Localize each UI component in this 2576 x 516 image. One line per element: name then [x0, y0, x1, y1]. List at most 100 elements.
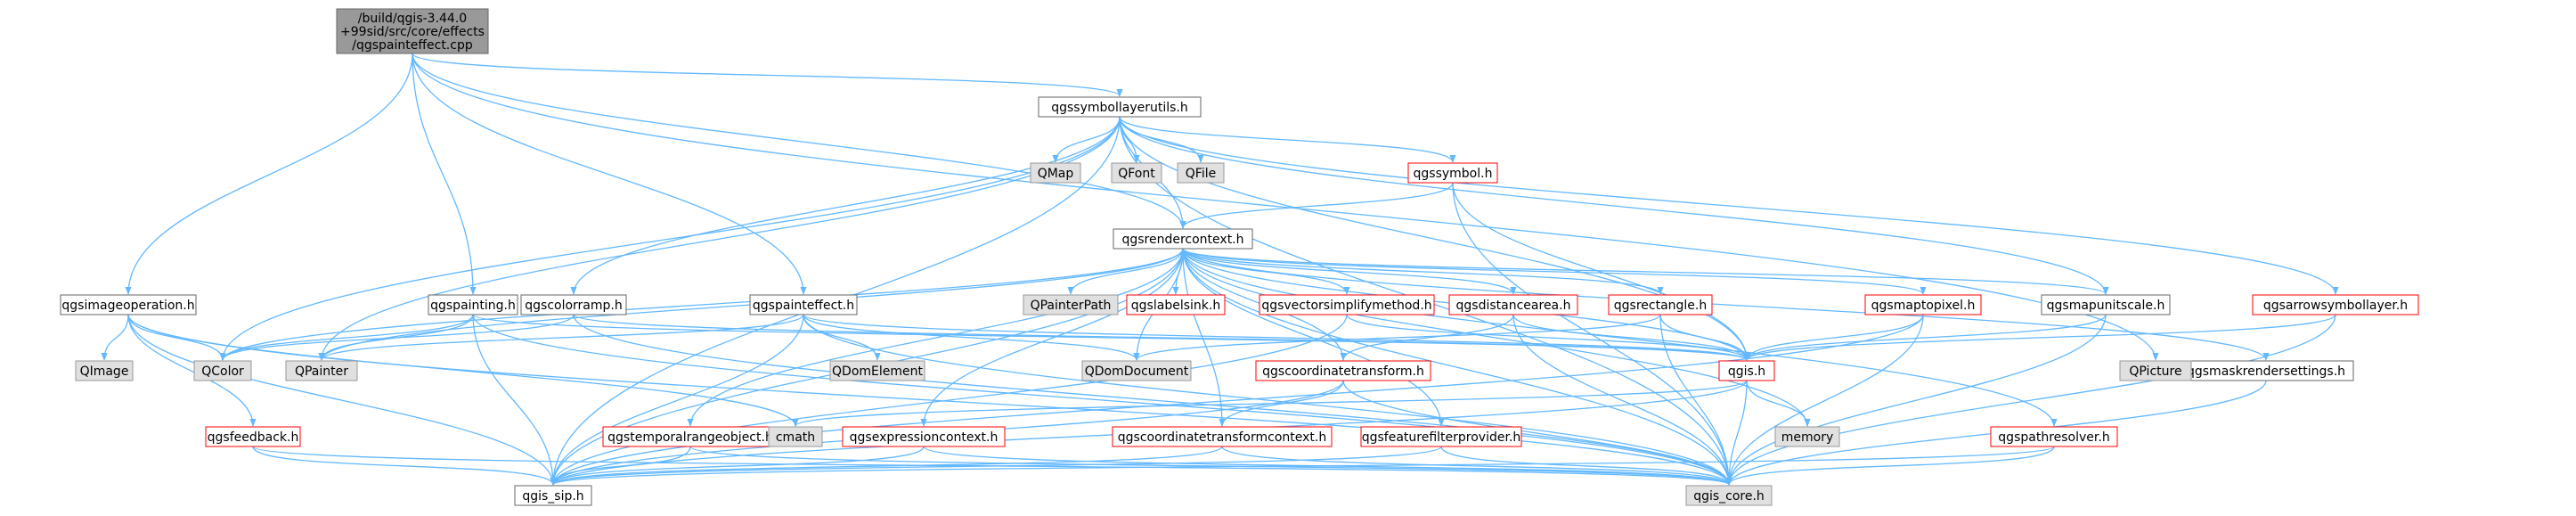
node-label: qgspainting.h — [430, 299, 516, 313]
edge-qgsrendercontext-to-qgscoordinatetransformcontext — [1182, 248, 1226, 427]
edge-qgspainteffect-to-qgis-sip — [550, 314, 804, 486]
node-label: qgsarrowsymbollayer.h — [2263, 299, 2408, 313]
node-box — [842, 426, 1006, 447]
node-qgsarrowsymbollayer[interactable]: qgsarrowsymbollayer.h — [2252, 294, 2419, 315]
edge-qgsrectangle-to-qgis — [1659, 314, 1750, 361]
node-qgspainting[interactable]: qgspainting.h — [428, 294, 518, 315]
node-qgslabelsink[interactable]: qgslabelsink.h — [1126, 294, 1226, 315]
node-qgsdistancearea[interactable]: qgsdistancearea.h — [1448, 294, 1578, 315]
node-box — [2119, 360, 2192, 381]
node-box — [1113, 228, 1253, 250]
edge-qgsfeedback-to-qgis-sip — [252, 446, 557, 486]
node-box — [2252, 294, 2419, 315]
edge-qgsrendercontext-to-qgsexpressioncontext — [920, 248, 1184, 427]
node-qgssymbol[interactable]: qgssymbol.h — [1407, 162, 1498, 184]
node-box — [1259, 294, 1435, 315]
edge-qgsfeaturefilterprovider-to-qgis-sip — [550, 446, 1442, 486]
edge-qgsimageoperation-to-qgis-core — [127, 314, 1732, 486]
node-qgsfeaturefilterprovider[interactable]: qgsfeaturefilterprovider.h — [1360, 426, 1522, 447]
node-box — [1407, 162, 1498, 184]
node-root[interactable]: /build/qgis-3.44.0+99sid/src/core/effect… — [336, 8, 489, 54]
node-label: /build/qgis-3.44.0 — [358, 12, 467, 26]
node-qgsrendercontext[interactable]: qgsrendercontext.h — [1113, 228, 1253, 250]
edge-qgsvectorsimplifymethod-to-qgis — [1346, 314, 1750, 361]
dependency-edges — [101, 53, 2339, 486]
node-qgscoordinatetransform[interactable]: qgscoordinatetransform.h — [1255, 360, 1431, 381]
node-box — [514, 485, 592, 506]
node-box — [428, 294, 518, 315]
node-label: QPainter — [295, 364, 348, 379]
node-qgspainteffect[interactable]: qgspainteffect.h — [749, 294, 858, 315]
edge-qgspainting-to-qcolor — [219, 314, 474, 361]
edge-qgsimageoperation-to-qcolor — [127, 314, 226, 361]
edge-qgsrendercontext-to-qgsmaptopixel — [1182, 248, 1927, 295]
node-qcolor: QColor — [193, 360, 252, 381]
node-box — [520, 294, 627, 315]
edge-qgsmaptopixel-to-qgis-sip — [550, 314, 1924, 486]
node-label: qgsimageoperation.h — [61, 299, 194, 313]
node-qgis[interactable]: qgis.h — [1718, 360, 1775, 381]
node-label: QImage — [80, 364, 129, 379]
node-qfont: QFont — [1111, 162, 1162, 184]
node-box — [60, 294, 197, 315]
node-label: qgstemporalrangeobject.h — [607, 430, 773, 445]
edge-qgsrendercontext-to-qgspathresolver — [1182, 248, 2058, 427]
node-qgsmaskrendersettings[interactable]: qgsmaskrendersettings.h — [2178, 360, 2354, 381]
node-qgis-sip[interactable]: qgis_sip.h — [514, 485, 592, 506]
node-label: qgsmapunitscale.h — [2047, 299, 2165, 313]
edge-qgis-to-qgis-core — [1725, 380, 1748, 486]
node-label: qgscoordinatetransformcontext.h — [1118, 430, 1326, 445]
node-label: qgsfeaturefilterprovider.h — [1362, 430, 1521, 445]
node-qgsmaptopixel[interactable]: qgsmaptopixel.h — [1864, 294, 1982, 315]
node-qgssymbollayerutils[interactable]: qgssymbollayerutils.h — [1038, 96, 1202, 118]
node-box — [205, 426, 301, 447]
edge-qgsrendercontext-to-qcolor — [219, 248, 1184, 361]
node-box — [336, 8, 489, 54]
edge-qgsmaptopixel-to-qgis-core — [1725, 314, 1924, 486]
node-box — [1990, 426, 2118, 447]
node-box — [285, 360, 358, 381]
node-box — [1255, 360, 1431, 381]
edge-qgsfeaturefilterprovider-to-qgis-core — [1440, 446, 1732, 486]
node-label: qgsmaskrendersettings.h — [2187, 364, 2345, 379]
node-qgsvectorsimplifymethod[interactable]: qgsvectorsimplifymethod.h — [1259, 294, 1435, 315]
node-qgscoordinatetransformcontext[interactable]: qgscoordinatetransformcontext.h — [1112, 426, 1333, 447]
edge-qgspainteffect-to-qdomdocument — [803, 314, 1140, 361]
node-qfile: QFile — [1177, 162, 1225, 184]
node-qgsmapunitscale[interactable]: qgsmapunitscale.h — [2041, 294, 2171, 315]
node-label: memory — [1781, 430, 1834, 445]
node-qgsfeedback[interactable]: qgsfeedback.h — [205, 426, 301, 447]
edge-qgspainteffect-to-qdomelement — [803, 314, 881, 361]
edge-qgsrendercontext-to-qgsdistancearea — [1182, 248, 1517, 295]
edge-qgssymbollayerutils-to-qmap — [1052, 116, 1121, 163]
node-box — [1608, 294, 1713, 315]
node-box — [193, 360, 252, 381]
node-label: qgsmaptopixel.h — [1871, 299, 1976, 313]
node-qimage: QImage — [75, 360, 134, 381]
edge-qgsdistancearea-to-qgscoordinatetransform — [1340, 314, 1514, 361]
node-memory: memory — [1774, 426, 1840, 447]
node-qgsimageoperation[interactable]: qgsimageoperation.h — [60, 294, 197, 315]
node-qgstemporalrangeobject[interactable]: qgstemporalrangeobject.h — [602, 426, 779, 447]
edge-qgsvectorsimplifymethod-to-qgis-sip — [550, 314, 1348, 486]
node-box — [2041, 294, 2171, 315]
node-label: +99sid/src/core/effects — [340, 25, 485, 39]
node-qgspathresolver[interactable]: qgspathresolver.h — [1990, 426, 2118, 447]
node-label: qgssymbollayerutils.h — [1051, 101, 1188, 115]
node-box — [1864, 294, 1982, 315]
node-qgsexpressioncontext[interactable]: qgsexpressioncontext.h — [842, 426, 1006, 447]
edge-qgssymbollayerutils-to-qgscolorramp — [570, 116, 1121, 295]
node-qgscolorramp[interactable]: qgscolorramp.h — [520, 294, 627, 315]
node-qdomdocument: QDomDocument — [1081, 360, 1192, 381]
edge-qgsrendercontext-to-qgsfeaturefilterprovider — [1182, 248, 1445, 427]
node-qgsrectangle[interactable]: qgsrectangle.h — [1608, 294, 1713, 315]
edge-qgspainteffect-to-qpainter — [318, 314, 804, 361]
edge-qgsmapunitscale-to-qgis-core — [1725, 314, 2107, 486]
node-box — [1081, 360, 1192, 381]
node-label: QMap — [1038, 167, 1074, 181]
node-label: qgslabelsink.h — [1131, 299, 1220, 313]
file-nodes: /build/qgis-3.44.0+99sid/src/core/effect… — [60, 8, 2419, 506]
node-qpainter: QPainter — [285, 360, 358, 381]
edge-qgstemporalrangeobject-to-qgis-sip — [550, 446, 691, 486]
